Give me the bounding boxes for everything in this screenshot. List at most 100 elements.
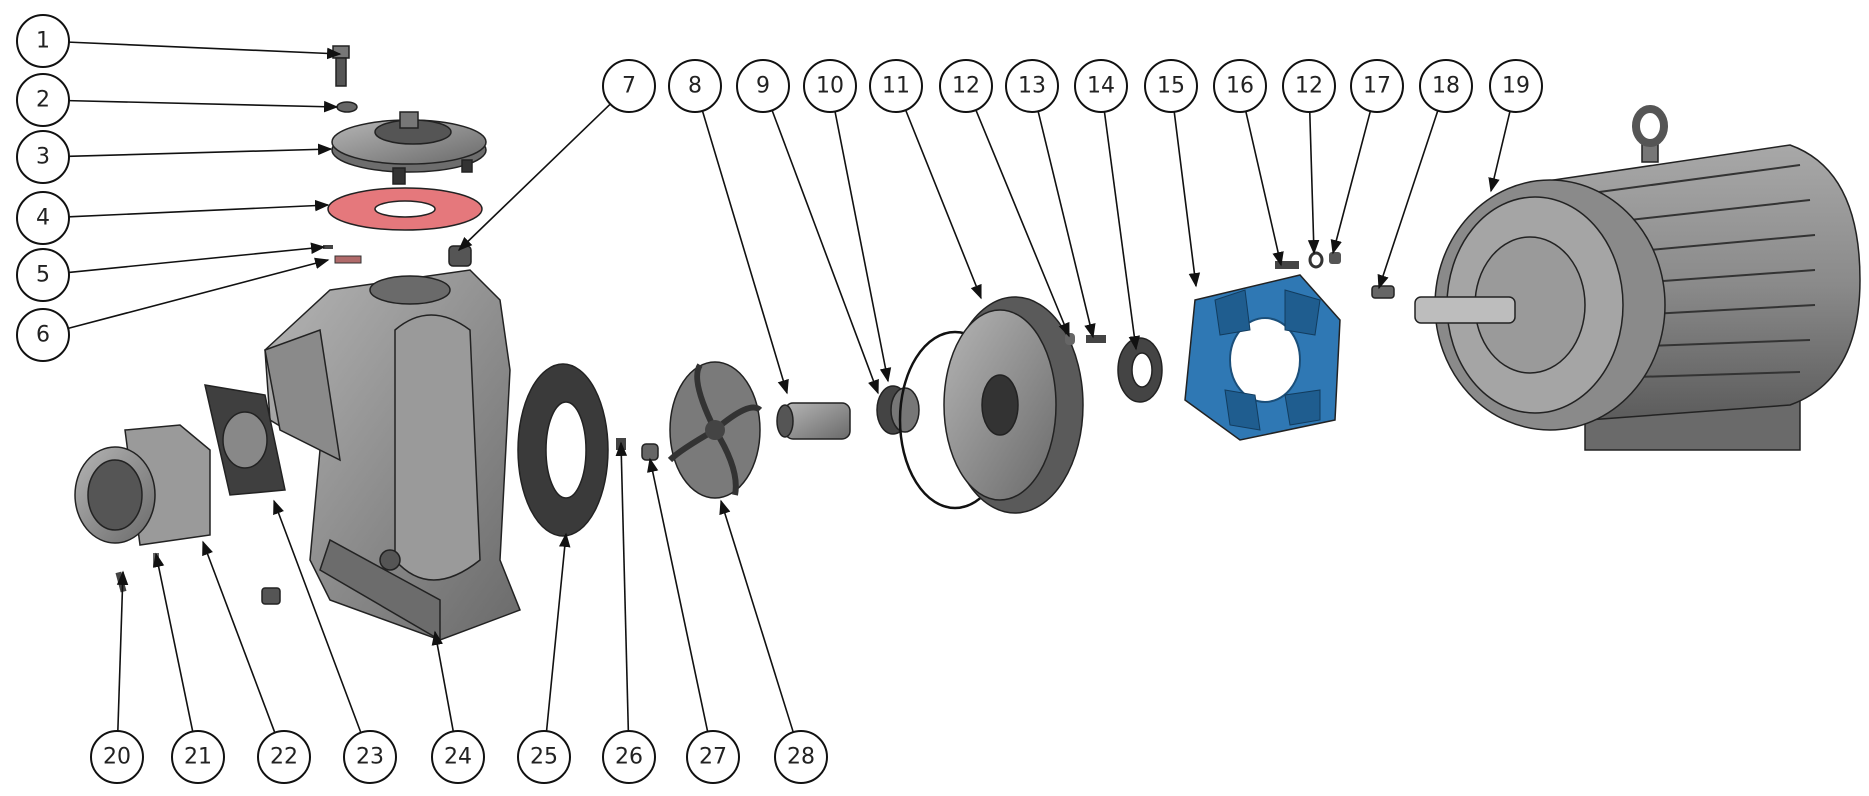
leader-line-20 (116, 570, 129, 732)
part-clip-6 (334, 255, 362, 264)
part-bolt-18 (1371, 285, 1395, 299)
callout-circle (16, 73, 70, 127)
callout-number: 2 (36, 88, 50, 113)
part-screw-16 (1275, 261, 1299, 269)
callout-number: 21 (184, 745, 212, 770)
leader-line-14 (1103, 111, 1141, 351)
callout-number: 12 (1295, 74, 1323, 99)
callout-circle (1350, 59, 1404, 113)
callout-11: 11 (869, 59, 923, 113)
callout-21: 21 (171, 730, 225, 784)
callout-circle (939, 59, 993, 113)
callout-number: 3 (36, 145, 50, 170)
callout-25: 25 (517, 730, 571, 784)
callout-circle (343, 730, 397, 784)
callout-19: 19 (1489, 59, 1543, 113)
callout-number: 13 (1018, 74, 1046, 99)
callout-number: 12 (952, 74, 980, 99)
callout-circle (1005, 59, 1059, 113)
part-pump-casing-24 (264, 269, 521, 642)
leader-line-4 (68, 199, 330, 218)
part-suction-flange-22 (74, 424, 211, 546)
callout-number: 28 (787, 745, 815, 770)
part-washer-12 (1065, 333, 1075, 345)
callout-circle (171, 730, 225, 784)
leader-line-12 (1307, 111, 1320, 255)
leader-line-21 (152, 552, 194, 732)
callout-number: 9 (756, 74, 770, 99)
callout-number: 6 (36, 323, 50, 348)
leader-lines (67, 41, 1511, 733)
callout-18: 18 (1419, 59, 1473, 113)
part-impeller-28 (667, 361, 763, 499)
callout-number: 15 (1157, 74, 1185, 99)
callout-26: 26 (602, 730, 656, 784)
callout-number: 25 (530, 745, 558, 770)
callout-circle (431, 730, 485, 784)
part-washer-2 (336, 101, 358, 113)
callout-7: 7 (602, 59, 656, 113)
part-bolt-1 (332, 45, 350, 87)
callout-circle (736, 59, 790, 113)
leader-line-8 (701, 110, 789, 395)
callout-circle (1144, 59, 1198, 113)
callout-circle (686, 730, 740, 784)
callout-circle (517, 730, 571, 784)
leader-line-23 (273, 499, 362, 733)
callout-20: 20 (90, 730, 144, 784)
callout-circle (869, 59, 923, 113)
callout-circle (257, 730, 311, 784)
callout-3: 3 (16, 130, 70, 184)
part-fitting (261, 587, 281, 605)
leader-line-5 (68, 242, 326, 274)
leader-line-25 (545, 532, 571, 732)
callout-circle (668, 59, 722, 113)
callout-17: 17 (1350, 59, 1404, 113)
callout-number: 11 (882, 74, 910, 99)
leader-line-28 (719, 499, 795, 733)
leader-line-22 (202, 540, 276, 733)
leader-line-2 (68, 99, 339, 113)
callout-2: 2 (16, 73, 70, 127)
callout-circle (803, 59, 857, 113)
callout-number: 24 (444, 745, 472, 770)
callout-circle (90, 730, 144, 784)
callout-number: 10 (816, 74, 844, 99)
part-gasket-23 (204, 384, 286, 496)
callout-number: 23 (356, 745, 384, 770)
callout-circle (774, 730, 828, 784)
callout-circle (1213, 59, 1267, 113)
callout-number: 17 (1363, 74, 1391, 99)
callout-circle (16, 248, 70, 302)
callout-number: 4 (36, 206, 50, 231)
part-bolt-20 (115, 571, 127, 593)
callout-9: 9 (736, 59, 790, 113)
callout-24: 24 (431, 730, 485, 784)
callout-circle (1419, 59, 1473, 113)
callout-12: 12 (939, 59, 993, 113)
part-mechanical-seal-9 (876, 385, 920, 435)
callout-number: 7 (622, 74, 636, 99)
part-wear-plate-25 (517, 363, 609, 537)
callout-circle (1074, 59, 1128, 113)
callout-number: 5 (36, 263, 50, 288)
callout-circle (16, 308, 70, 362)
part-nut-17 (1329, 252, 1341, 264)
leader-line-17 (1330, 110, 1372, 255)
callout-number: 16 (1226, 74, 1254, 99)
part-cover-3 (331, 111, 487, 185)
leader-line-7 (457, 103, 611, 251)
callout-circle (602, 730, 656, 784)
leader-line-26 (615, 441, 630, 732)
leader-line-15 (1173, 111, 1201, 288)
callout-number: 18 (1432, 74, 1460, 99)
callout-1: 1 (16, 14, 70, 68)
callout-circle (16, 191, 70, 245)
part-motor-19 (1414, 105, 1861, 451)
callout-number: 1 (36, 29, 50, 54)
leader-line-11 (904, 109, 982, 300)
callout-number: 20 (103, 745, 131, 770)
part-coupling-15 (1184, 274, 1341, 441)
